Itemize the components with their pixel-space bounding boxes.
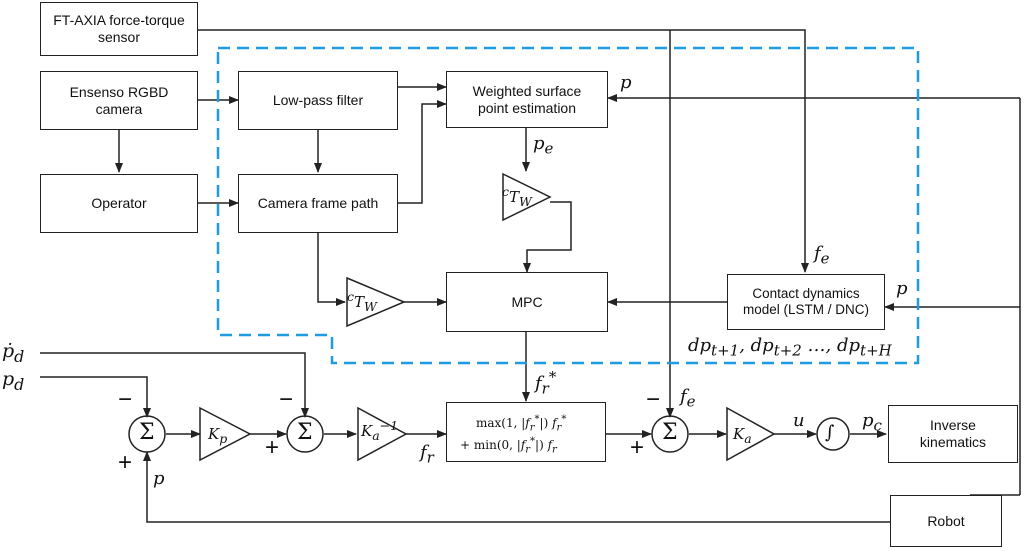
ka-inv-gain xyxy=(357,406,408,462)
plus-sign-sum1: + xyxy=(118,449,133,476)
transform-gain-top-label: cTW xyxy=(502,184,532,209)
plus-sign-sum3: + xyxy=(630,434,645,461)
force-formula-block xyxy=(446,402,606,462)
ka-inv-gain-label: Ka−1 xyxy=(361,418,399,443)
contact-dynamics-block: Contact dynamics model (LSTM / DNC) xyxy=(727,274,885,330)
sum-symbol-2: Σ xyxy=(297,420,313,445)
operator-block: Operator xyxy=(40,174,198,233)
signal-dp-sequence: dpt+1, dpt+2 …, dpt+H xyxy=(688,335,892,360)
signal-fe-bottom: fe xyxy=(680,386,696,411)
transform-gain-mid-label: cTW xyxy=(347,289,377,314)
transform-gain-top xyxy=(502,172,552,222)
ka-gain xyxy=(726,406,776,462)
signal-fe-top: fe xyxy=(814,243,830,268)
robot-label: Robot xyxy=(927,512,965,529)
summing-junction-3 xyxy=(651,415,689,453)
signal-p-right: p xyxy=(896,278,908,299)
transform-gain-mid xyxy=(346,276,406,328)
signal-p-d: pd xyxy=(2,368,25,394)
contact-dynamics-label: Contact dynamics model (LSTM / DNC) xyxy=(742,285,869,317)
weighted-surface-label: Weighted surface point estimation xyxy=(472,82,582,116)
signal-p-feedback: p xyxy=(153,468,165,489)
sum-symbol-1: Σ xyxy=(139,420,155,445)
camera-frame-path-label: Camera frame path xyxy=(257,195,379,212)
low-pass-filter-label: Low-pass filter xyxy=(272,92,364,109)
force-formula-line-2: + min(0, |fr*|) fr xyxy=(460,436,557,456)
minus-sign-sum1: − xyxy=(118,386,133,413)
signal-pc: pc xyxy=(862,410,882,435)
signal-pe: pe xyxy=(533,133,554,158)
kp-gain xyxy=(199,406,252,462)
minus-sign-sum3: − xyxy=(646,386,661,413)
minus-sign-sum2: − xyxy=(279,386,294,413)
summing-junction-2 xyxy=(286,415,324,453)
ft-sensor-label: FT-AXIA force-torque sensor xyxy=(53,12,185,45)
signal-fr: fr xyxy=(420,442,434,467)
force-formula-line-1: max(1, |fr*|) fr* xyxy=(476,414,567,434)
dashed-region-outline xyxy=(216,46,920,365)
plus-sign-sum2: + xyxy=(265,434,280,461)
ka-gain-label: Ka xyxy=(733,425,752,446)
mpc-label: MPC xyxy=(511,293,543,310)
integrator-label: ∫ xyxy=(825,422,835,443)
mpc-block: MPC xyxy=(446,272,608,332)
kp-gain-label: Kp xyxy=(208,425,228,446)
robot-block: Robot xyxy=(890,495,1002,547)
operator-label: Operator xyxy=(91,195,147,212)
signal-p-dot-d: ṗd xyxy=(2,340,25,366)
camera-frame-path-block: Camera frame path xyxy=(238,174,398,233)
signal-p-top: p xyxy=(620,72,632,93)
sum-symbol-3: Σ xyxy=(662,420,678,445)
weighted-surface-block: Weighted surface point estimation xyxy=(446,71,608,128)
low-pass-filter-block: Low-pass filter xyxy=(238,71,398,130)
integrator-circle xyxy=(816,417,850,451)
inverse-kinematics-label: Inverse kinematics xyxy=(919,417,987,450)
ensenso-camera-label: Ensenso RGBD camera xyxy=(69,83,169,117)
signal-u: u xyxy=(793,410,805,431)
ensenso-camera-block: Ensenso RGBD camera xyxy=(40,71,198,130)
inverse-kinematics-block: Inverse kinematics xyxy=(888,405,1018,463)
ft-sensor-block: FT-AXIA force-torque sensor xyxy=(40,2,198,56)
summing-junction-1 xyxy=(128,415,166,453)
signal-fr-star: fr* xyxy=(535,368,557,398)
